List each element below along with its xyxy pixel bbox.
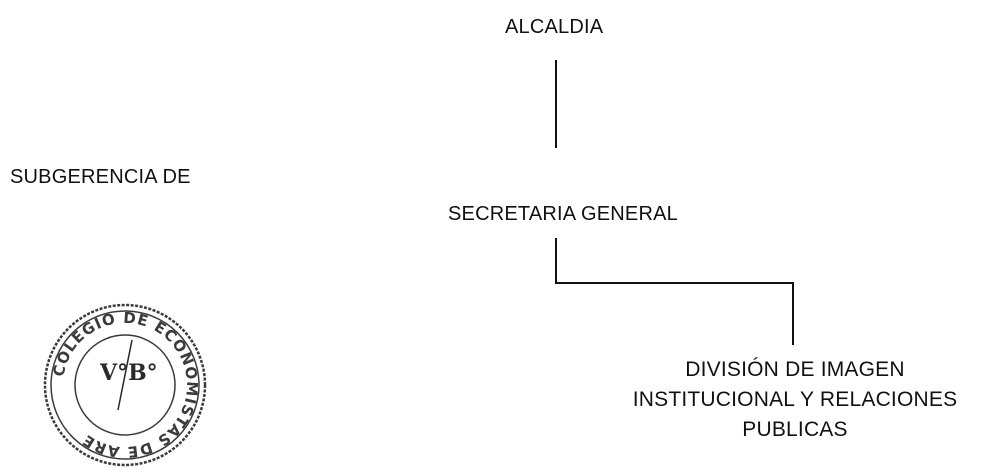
connector-secretaria-division <box>555 238 794 345</box>
node-subgerencia: SUBGERENCIA DE <box>10 166 191 188</box>
division-line-1: DIVISIÓN DE IMAGEN <box>685 358 905 381</box>
org-chart-connectors <box>555 60 794 345</box>
node-alcaldia: ALCALDIA <box>505 16 604 38</box>
node-secretaria-general: SECRETARIA GENERAL <box>448 203 678 225</box>
official-seal: COLEGIO DE ECONOMISTAS DE ARE V°B° <box>43 303 207 467</box>
division-line-3: PUBLICAS <box>742 418 848 441</box>
division-line-2: INSTITUCIONAL Y RELACIONES <box>632 388 958 411</box>
node-division-imagen: DIVISIÓN DE IMAGEN INSTITUCIONAL Y RELAC… <box>615 355 975 445</box>
svg-text:V°B°: V°B° <box>99 360 158 386</box>
